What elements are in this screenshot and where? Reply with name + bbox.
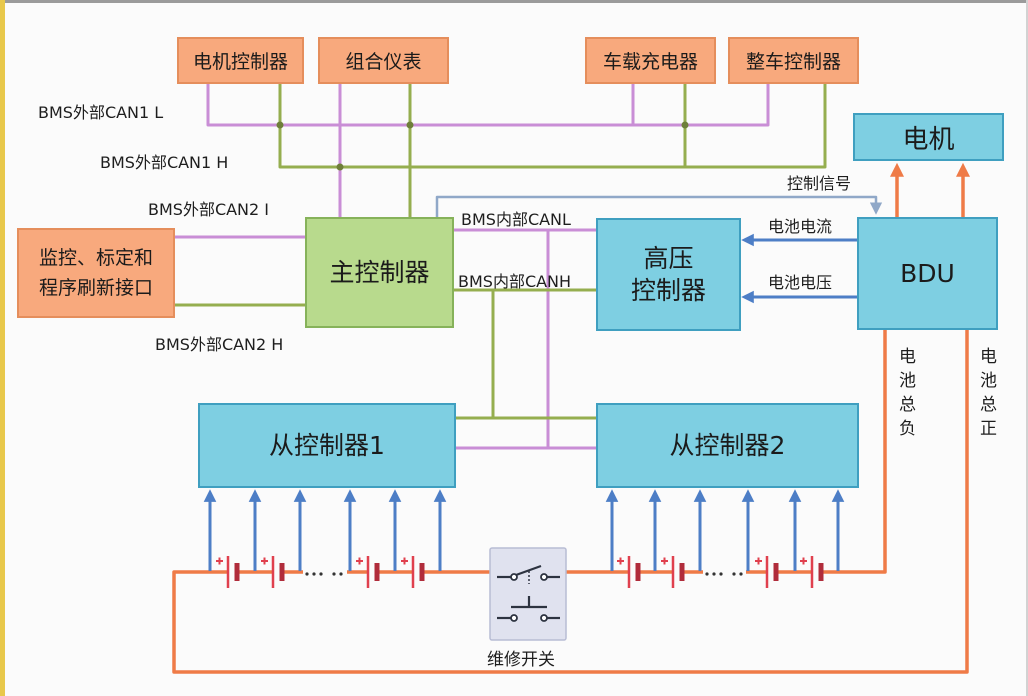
battery-positive-label: 电池总正	[976, 347, 996, 443]
instrument-cluster-label: 组合仪表	[345, 51, 422, 73]
internal-can-h-label: BMS内部CANH	[458, 272, 572, 291]
master-controller-box: 主控制器	[305, 217, 454, 328]
service-switch-label: 维修开关	[487, 650, 555, 670]
control-signal-label: 控制信号	[787, 174, 852, 193]
battery-cell-icon	[261, 556, 285, 588]
external-can1-l-label: BMS外部CAN1 L	[38, 103, 164, 122]
slave-controller-1-label: 从控制器1	[269, 430, 385, 460]
hv-controller-label-line2: 控制器	[630, 275, 706, 305]
battery-cell-icon	[617, 556, 641, 588]
interface-box: 监控、标定和 程序刷新接口	[17, 228, 175, 318]
external-can2-l-label: BMS外部CAN2 I	[148, 200, 270, 219]
external-can2-h-label: BMS外部CAN2 H	[155, 335, 284, 354]
battery-positive-line	[172, 330, 969, 674]
slave-controller-1-box: 从控制器1	[198, 403, 456, 488]
interface-label-line1: 监控、标定和	[38, 247, 153, 269]
vehicle-controller-label: 整车控制器	[745, 51, 841, 73]
battery-cell-icon	[356, 556, 380, 588]
module1-sense-arrows	[203, 489, 447, 571]
instrument-cluster-box: 组合仪表	[318, 37, 449, 84]
slave-controller-2-box: 从控制器2	[596, 403, 859, 488]
hv-controller-label-line1: 高压	[643, 243, 694, 273]
master-controller-label: 主控制器	[329, 257, 430, 287]
battery-cell-icon	[216, 556, 240, 588]
vehicle-controller-box: 整车控制器	[728, 37, 859, 84]
wire-crossing	[681, 121, 689, 129]
cell-ellipsis-module1	[303, 568, 347, 577]
service-switch-icon	[489, 547, 567, 641]
bdu-box: BDU	[857, 217, 998, 330]
motor-controller-box: 电机控制器	[177, 37, 304, 84]
battery-current-label: 电池电流	[768, 217, 833, 236]
battery-voltage-label: 电池电压	[768, 273, 833, 292]
internal-can-h-bus	[453, 288, 596, 420]
motor-controller-label: 电机控制器	[192, 51, 288, 73]
window-top-edge	[0, 0, 1028, 3]
module2-sense-arrows	[605, 489, 845, 571]
internal-can-l-label: BMS内部CANL	[461, 210, 571, 229]
slave-controller-2-label: 从控制器2	[669, 430, 786, 460]
battery-cell-icon	[755, 556, 779, 588]
motor-label: 电机	[902, 124, 955, 155]
battery-cell-icon	[661, 556, 685, 588]
bdu-label: BDU	[900, 258, 955, 288]
cell-ellipsis-module2	[703, 568, 746, 577]
external-can1-h-label: BMS外部CAN1 H	[100, 153, 229, 172]
hv-controller-box: 高压 控制器	[596, 218, 741, 331]
interface-label-line2: 程序刷新接口	[38, 277, 153, 299]
battery-cell-icon	[800, 556, 824, 588]
onboard-charger-box: 车载充电器	[585, 37, 716, 84]
onboard-charger-label: 车载充电器	[602, 51, 698, 73]
external-can1-l-bus	[206, 83, 770, 217]
motor-box: 电机	[853, 113, 1004, 161]
wire-crossing	[406, 121, 414, 129]
wire-crossing	[336, 163, 344, 171]
window-left-edge	[0, 0, 5, 696]
internal-can-l-bus	[453, 228, 596, 450]
wire-crossing	[276, 121, 284, 129]
battery-negative-label: 电池总负	[895, 347, 915, 443]
battery-cell-icon	[401, 556, 425, 588]
window-right-edge	[1026, 0, 1028, 696]
can1-l-trunk	[206, 83, 770, 127]
control-signal-arrow	[435, 195, 883, 217]
